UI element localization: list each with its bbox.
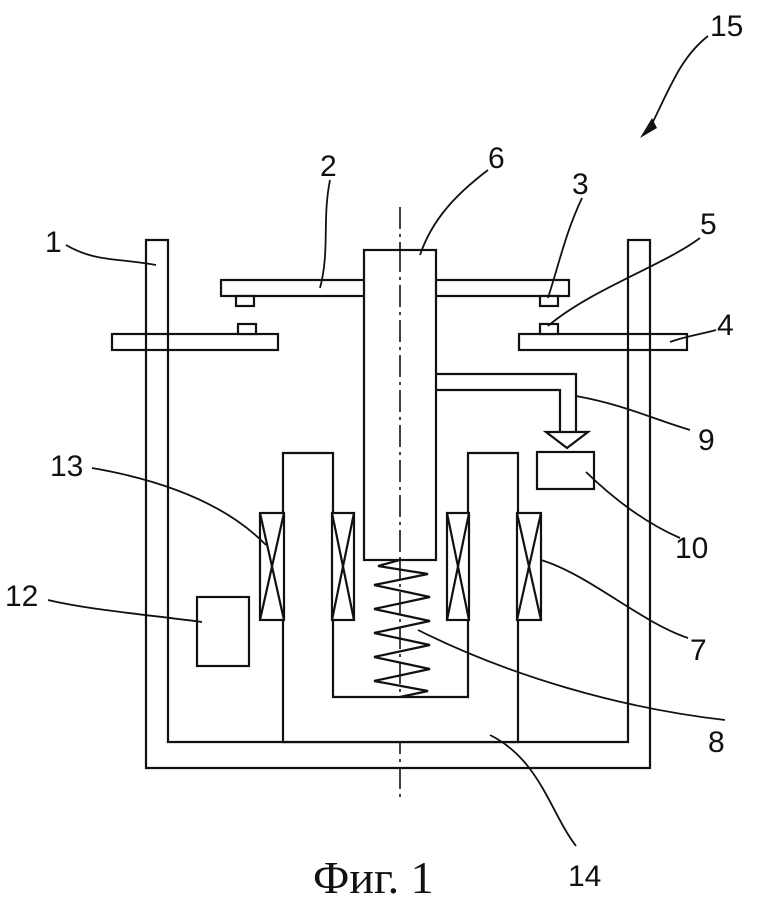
label-12: 12 — [5, 580, 38, 613]
label-15: 15 — [710, 10, 743, 43]
leader-8 — [417, 629, 726, 721]
indicator-tip — [542, 430, 592, 450]
label-5: 5 — [700, 208, 717, 241]
fixed-contact-bar-left — [110, 332, 280, 352]
leader-5 — [547, 237, 701, 327]
housing — [144, 238, 652, 770]
label-14: 14 — [568, 860, 601, 893]
leader-4 — [669, 329, 717, 343]
label-3: 3 — [572, 168, 589, 201]
label-10: 10 — [675, 532, 708, 565]
coil-left-outer — [258, 511, 286, 622]
leader-6 — [419, 169, 489, 256]
sensor — [535, 450, 596, 491]
label-8: 8 — [708, 726, 725, 759]
coil-right-outer — [515, 511, 543, 622]
leader-15-arrowhead — [640, 118, 657, 138]
indicator-arm — [436, 372, 578, 432]
leader-10 — [585, 471, 681, 539]
label-6: 6 — [488, 142, 505, 175]
label-9: 9 — [698, 424, 715, 457]
leader-2 — [319, 179, 331, 289]
label-2: 2 — [320, 150, 337, 183]
fixed-contact-bar-right — [517, 332, 689, 352]
leader-12 — [47, 599, 203, 623]
leader-9 — [575, 395, 691, 431]
spring — [373, 558, 431, 699]
label-7: 7 — [690, 634, 707, 667]
leader-1 — [65, 244, 157, 266]
leader-15 — [647, 35, 709, 133]
coil-left-inner — [330, 511, 356, 622]
leader-3 — [547, 197, 583, 299]
leader-14 — [489, 734, 577, 847]
coil-right-inner — [445, 511, 471, 622]
leader-13 — [91, 467, 267, 546]
label-1: 1 — [45, 226, 62, 259]
figure-caption: Фиг. 1 — [313, 852, 434, 900]
electronics-block — [195, 595, 251, 668]
moving-contact-left — [234, 294, 256, 308]
label-4: 4 — [717, 309, 734, 342]
label-13: 13 — [50, 450, 83, 483]
leader-7 — [540, 559, 689, 639]
fixed-contact-left — [236, 322, 258, 336]
